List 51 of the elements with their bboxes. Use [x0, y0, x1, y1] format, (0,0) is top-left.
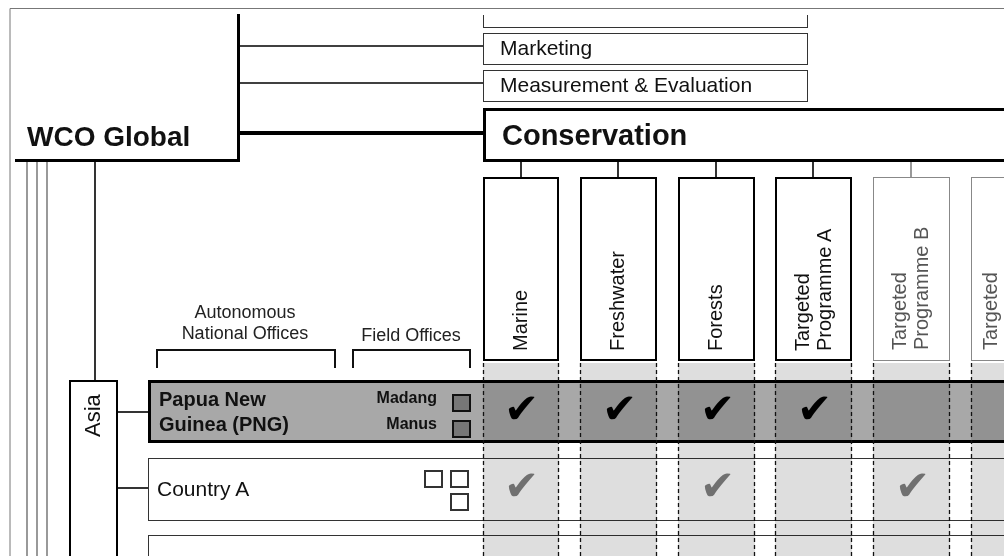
- field-office-name: Manus: [386, 414, 437, 434]
- programme-box: [483, 177, 559, 361]
- connector-line: [910, 161, 912, 178]
- programme-box: [873, 177, 950, 361]
- connector-line: [94, 161, 96, 381]
- programme-name: Targeted Programme B: [888, 225, 932, 350]
- country-row: [148, 458, 1004, 521]
- check-mark: ✔: [502, 462, 540, 511]
- organisation-box: [15, 14, 240, 162]
- programme-name: Targeted: [980, 271, 1002, 350]
- programme-box: [580, 177, 657, 361]
- function-box: [483, 70, 808, 102]
- function-box: [483, 33, 808, 65]
- connector-line: [117, 411, 149, 413]
- connector-line: [520, 161, 522, 178]
- connector-line: [617, 161, 619, 178]
- check-mark: ✔: [795, 385, 833, 434]
- programme-box: [678, 177, 755, 361]
- check-mark: ✔: [698, 385, 736, 434]
- department-name: Conservation: [502, 119, 688, 152]
- region-name: Asia: [81, 394, 105, 437]
- unit-box: [483, 15, 808, 28]
- region-box: [69, 380, 118, 556]
- connector-line: [240, 131, 483, 135]
- function-name: Marketing: [500, 36, 593, 60]
- column-heading: Autonomous National Offices: [180, 302, 310, 344]
- country-name: Country A: [157, 477, 250, 501]
- programme-box: [775, 177, 852, 361]
- check-mark: ✔: [600, 385, 638, 434]
- department-box: [483, 108, 1004, 162]
- programme-name: Forests: [705, 283, 727, 351]
- programme-name: Freshwater: [607, 249, 629, 351]
- check-mark: ✔: [893, 462, 931, 511]
- connector-line: [239, 45, 484, 47]
- connector-line: [812, 161, 814, 178]
- programme-name: Targeted Programme A: [791, 227, 835, 351]
- programme-name: Marine: [509, 288, 532, 351]
- connector-line: [26, 161, 28, 556]
- column-heading: Field Offices: [360, 325, 462, 346]
- country-name: Papua New Guinea (PNG): [159, 387, 290, 437]
- check-mark: ✔: [698, 462, 736, 511]
- organisation-name: WCO Global: [27, 121, 191, 153]
- check-mark: ✔: [502, 385, 540, 434]
- connector-line: [46, 161, 48, 556]
- connector-line: [239, 82, 484, 84]
- connector-line: [715, 161, 717, 178]
- connector-line: [117, 487, 149, 489]
- country-row: [148, 380, 1004, 443]
- connector-line: [36, 161, 38, 556]
- function-name: Measurement & Evaluation: [500, 73, 753, 97]
- field-office-name: Madang: [376, 388, 437, 408]
